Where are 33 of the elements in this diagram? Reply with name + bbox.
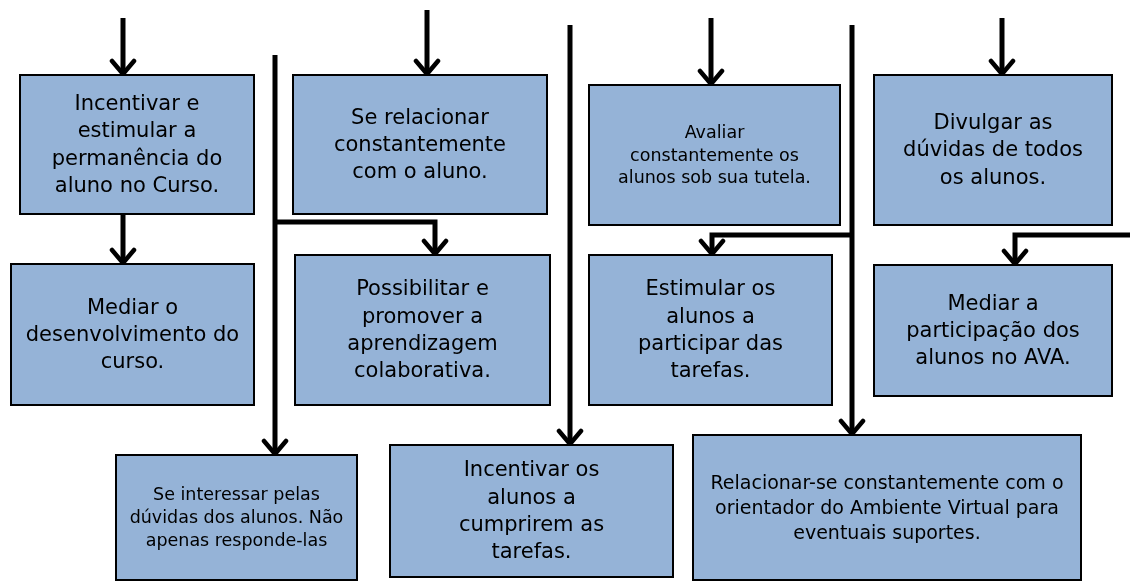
box-text: Estimular os alunos a participar das tarefas. [637,275,784,385]
process-box [588,254,833,406]
process-box [588,84,841,226]
arrow [1001,232,1130,267]
arrow [109,18,137,77]
arrow [988,18,1016,77]
arrow [413,10,441,77]
arrow [261,55,289,457]
process-box [115,454,358,581]
box-text: Divulgar as dúvidas de todos os alunos. [902,109,1084,191]
arrow [275,219,449,257]
process-box [292,74,548,215]
box-text: Possibilitar e promover a aprendizagem colaborativa. [346,275,499,385]
box-text: Incentivar os alunos a cumprirem as tarefas. [457,456,606,566]
process-box [19,74,255,215]
box-text: Avaliar constantemente os alunos sob sua tutela. [617,120,812,190]
box-text: Relacionar-se constantemente com o orientador do Ambiente Virtual para eventuais suportes. [709,470,1065,545]
arrow [697,18,725,87]
arrow [838,25,866,437]
box-text: Se interessar pelas dúvidas dos alunos. Não apenas responde-las [129,483,344,552]
process-box [294,254,551,406]
process-box [389,444,674,578]
process-box [692,434,1082,581]
process-box [10,263,255,406]
box-text: Mediar a participação dos alunos no AVA. [905,289,1081,372]
arrow [109,215,137,266]
box-text: Mediar o desenvolvimento do curso. [24,293,241,376]
arrow [556,25,584,447]
box-text: Incentivar e estimular a permanência do aluno no Curso. [50,89,224,199]
process-box [873,74,1113,226]
process-box [873,264,1113,397]
box-text: Se relacionar constantemente com o aluno. [332,103,508,186]
arrow [698,232,852,257]
